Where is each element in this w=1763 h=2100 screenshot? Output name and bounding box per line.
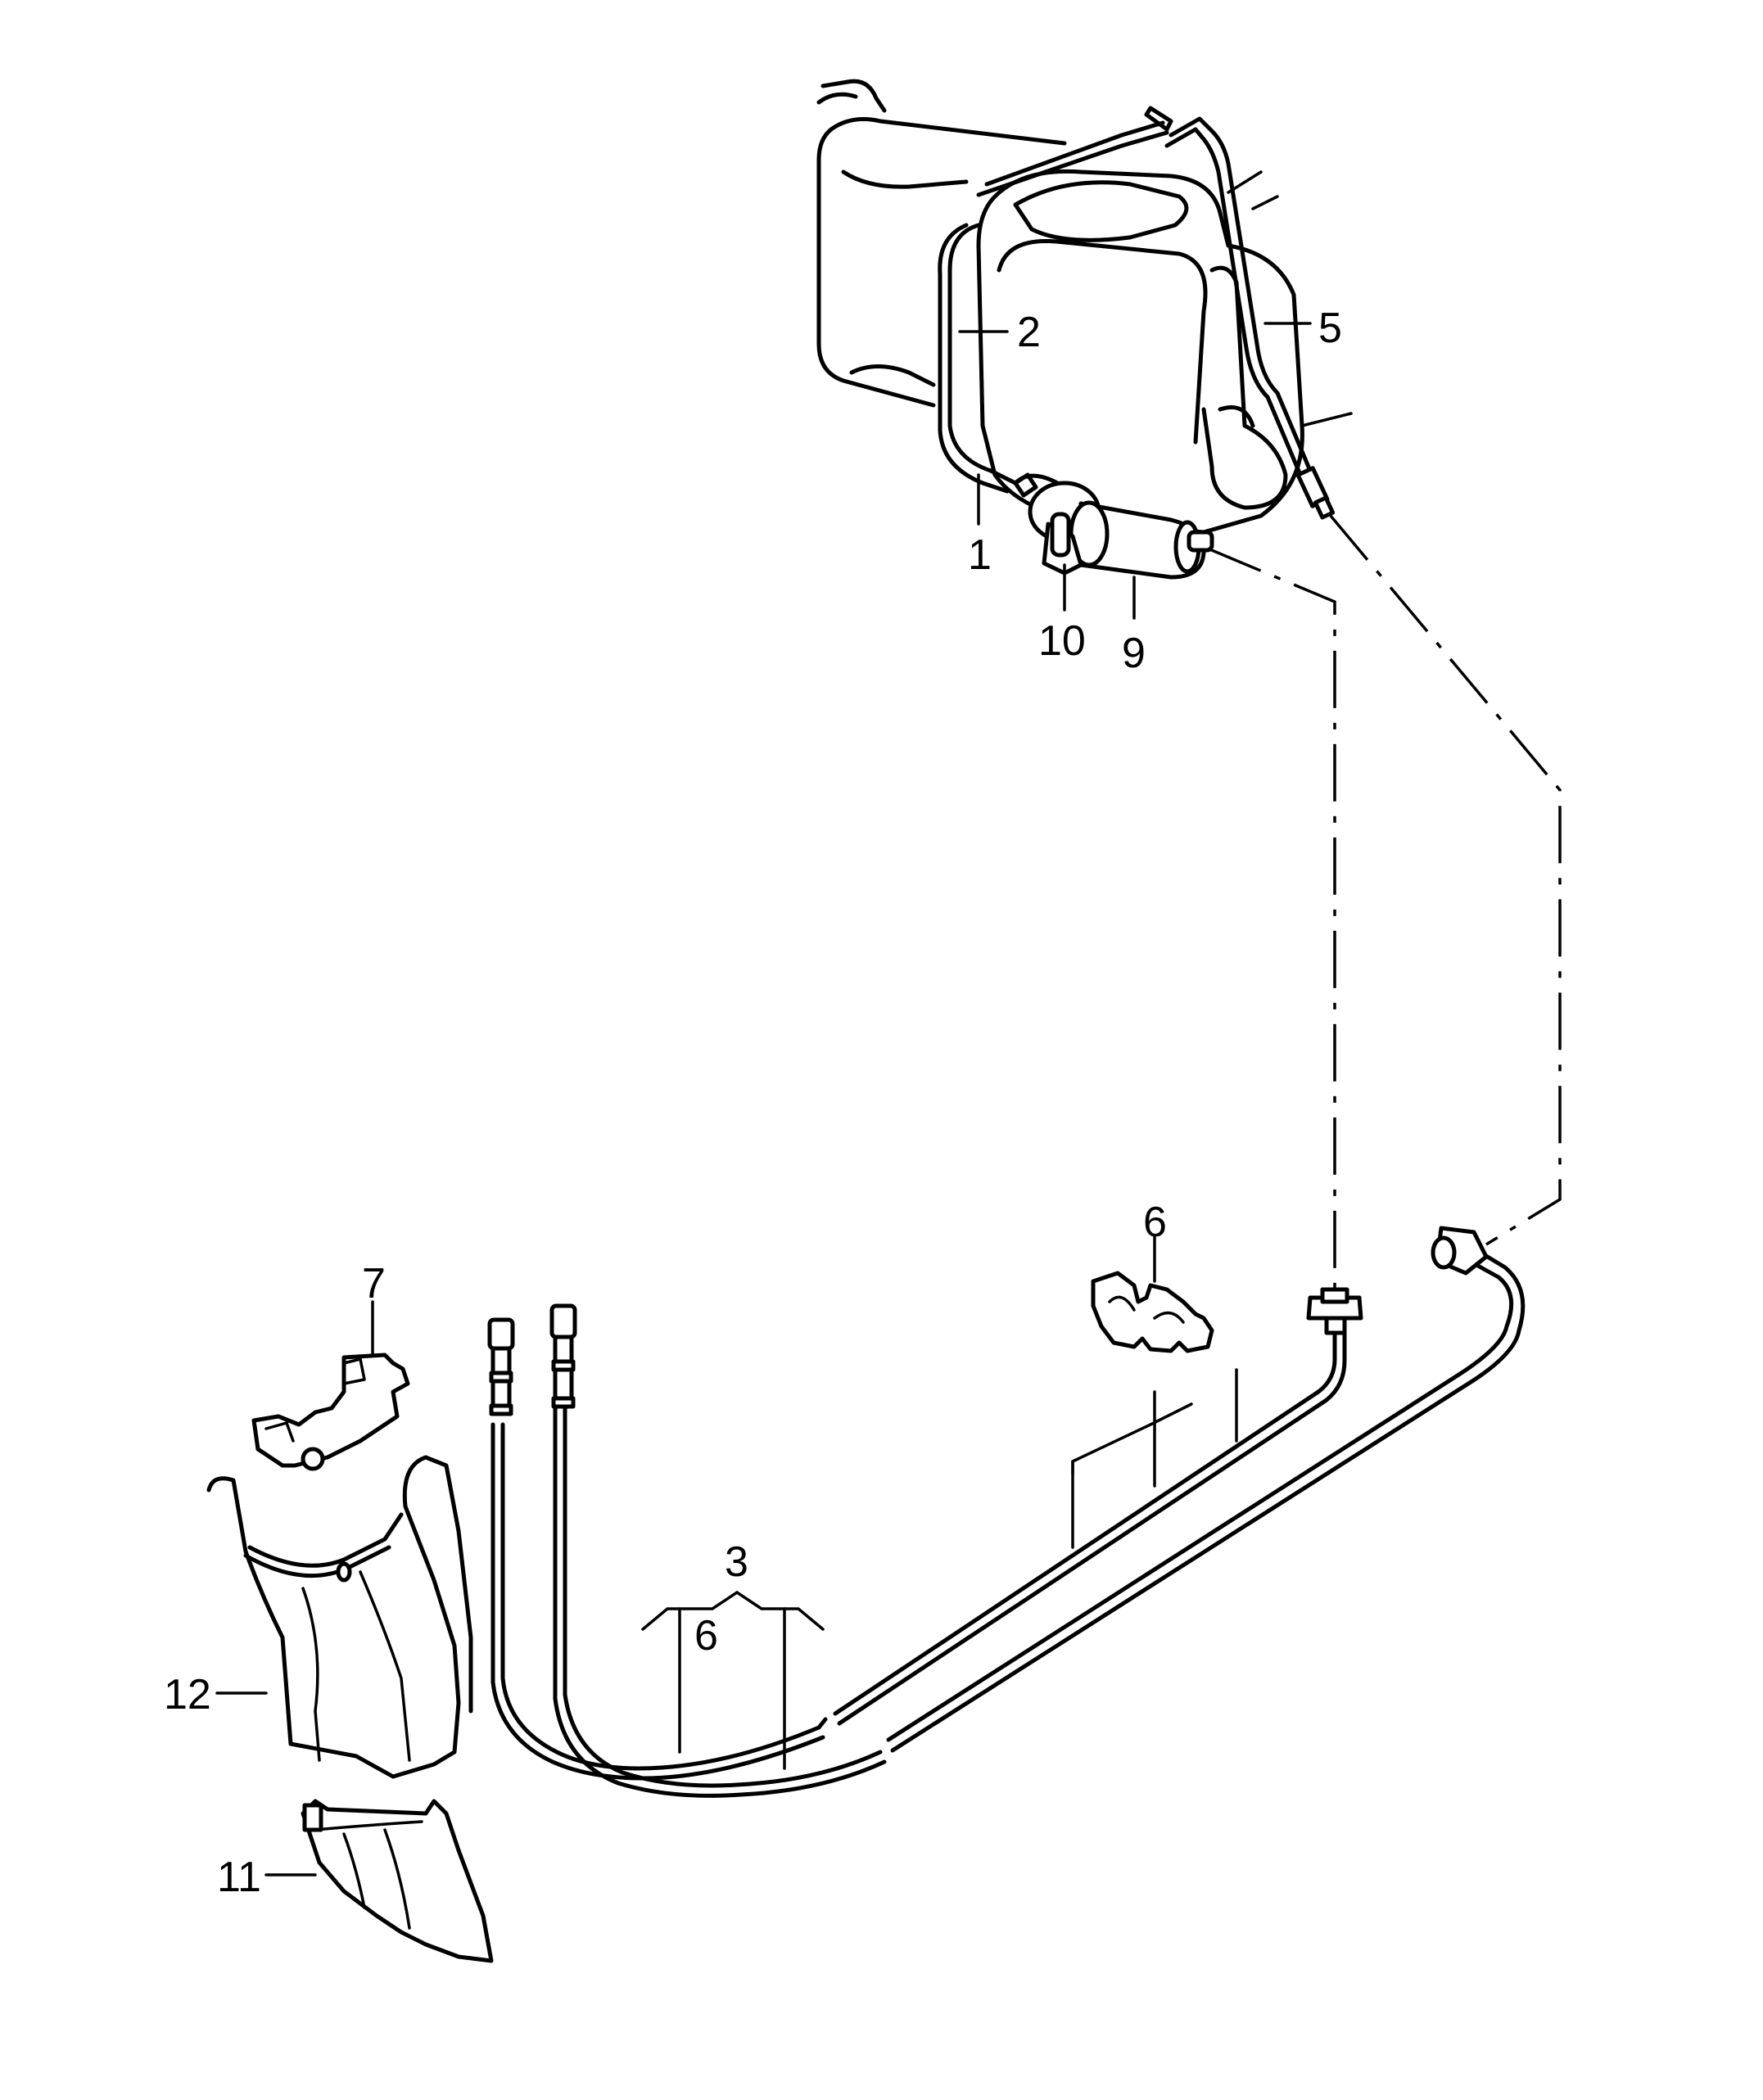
- hose-set-3: [487, 1226, 1526, 1798]
- cover-12: [206, 1455, 473, 1779]
- connector-pump-outlet: [1207, 547, 1336, 1289]
- callout-labels: 1 2 5 10 9 6 7 3 6 12 11: [164, 305, 1342, 1901]
- callout-9: 9: [1122, 630, 1146, 677]
- callout-3: 3: [725, 1538, 748, 1586]
- connector-hose-5: [1329, 514, 1562, 1246]
- callout-2: 2: [1017, 309, 1041, 356]
- callout-6-hose: 6: [694, 1612, 718, 1660]
- callout-5: 5: [1318, 305, 1342, 352]
- grommet-10: [1042, 512, 1083, 576]
- clip-6-double: [1091, 1271, 1214, 1353]
- hose-5: [1164, 116, 1336, 520]
- callout-11: 11: [217, 1854, 261, 1901]
- clip-7: [251, 1353, 410, 1471]
- callout-10: 10: [1038, 617, 1086, 665]
- hose-pair-1-2: [938, 106, 1173, 494]
- callout-1: 1: [968, 531, 992, 579]
- callout-7: 7: [362, 1260, 386, 1307]
- callout-6-clip: 6: [1143, 1199, 1167, 1246]
- callout-12: 12: [164, 1671, 211, 1718]
- leader-lines: [215, 322, 1312, 1876]
- cover-11: [301, 1799, 494, 1963]
